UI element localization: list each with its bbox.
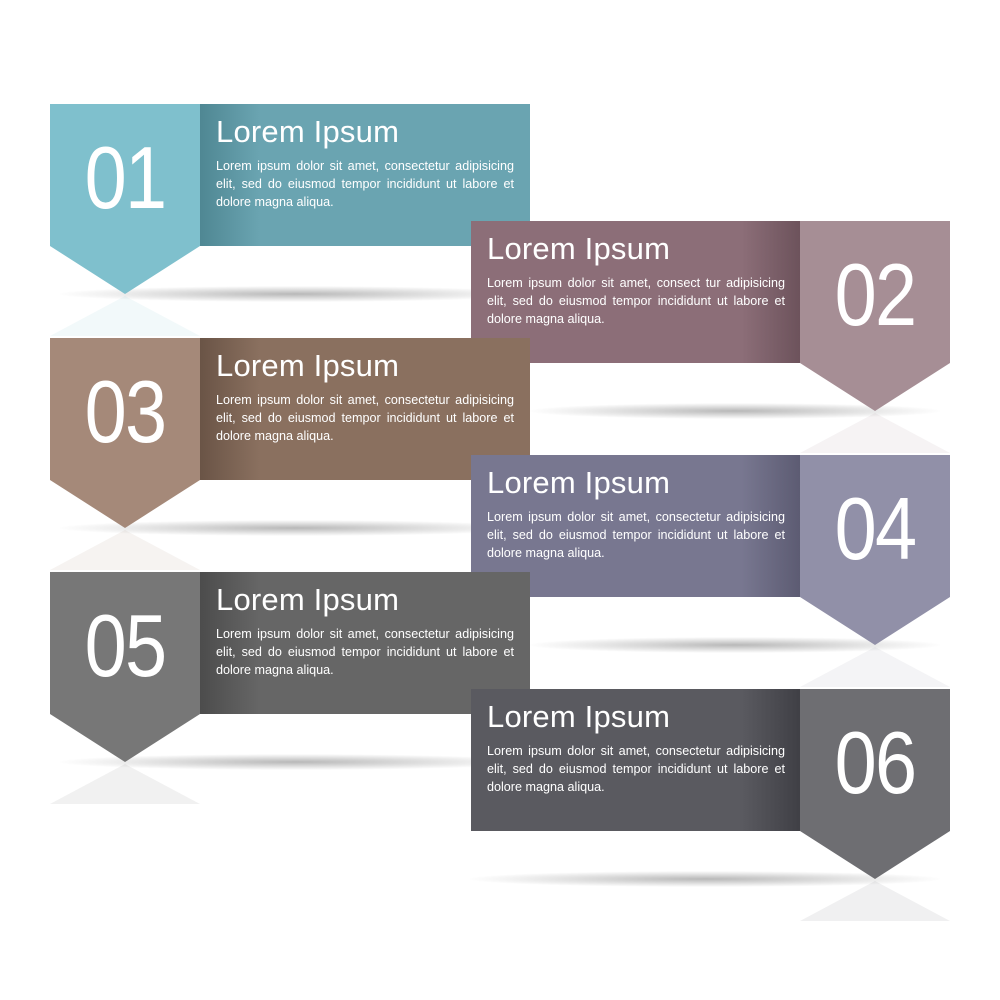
step-number: 01: [84, 128, 167, 227]
step-number: 03: [84, 362, 167, 461]
step-reflection: [800, 881, 950, 921]
step-title: Lorem Ipsum: [487, 465, 671, 500]
step-description: Lorem ipsum dolor sit amet, consect tur …: [487, 276, 785, 326]
step-item-01: Lorem Ipsum Lorem ipsum dolor sit amet, …: [50, 104, 950, 344]
step-item-05: Lorem Ipsum Lorem ipsum dolor sit amet, …: [50, 572, 950, 812]
step-item-06: Lorem Ipsum Lorem ipsum dolor sit amet, …: [50, 689, 950, 929]
step-reflection: [50, 296, 200, 336]
step-band: Lorem Ipsum Lorem ipsum dolor sit amet, …: [200, 104, 530, 246]
step-band: Lorem Ipsum Lorem ipsum dolor sit amet, …: [471, 689, 801, 831]
step-description: Lorem ipsum dolor sit amet, consectetur …: [216, 393, 514, 443]
step-title: Lorem Ipsum: [487, 699, 671, 734]
step-description: Lorem ipsum dolor sit amet, consectetur …: [487, 744, 785, 794]
step-shadow: [470, 871, 940, 887]
step-description: Lorem ipsum dolor sit amet, consectetur …: [216, 627, 514, 677]
step-item-04: Lorem Ipsum Lorem ipsum dolor sit amet, …: [50, 455, 950, 695]
step-title: Lorem Ipsum: [487, 231, 671, 266]
step-title: Lorem Ipsum: [216, 348, 400, 383]
step-reflection: [50, 764, 200, 804]
step-reflection: [50, 530, 200, 570]
step-shadow: [530, 403, 940, 419]
step-shadow: [60, 520, 530, 536]
step-shadow: [530, 637, 940, 653]
step-title: Lorem Ipsum: [216, 582, 400, 617]
step-title: Lorem Ipsum: [216, 114, 400, 149]
step-number: 04: [834, 479, 917, 578]
step-description: Lorem ipsum dolor sit amet, consectetur …: [216, 159, 514, 209]
step-band: Lorem Ipsum Lorem ipsum dolor sit amet, …: [471, 455, 801, 597]
step-reflection: [800, 647, 950, 687]
step-reflection: [800, 413, 950, 453]
step-shadow: [60, 286, 530, 302]
step-number: 06: [834, 713, 917, 812]
step-number: 02: [834, 245, 917, 344]
step-number-tab: 06: [800, 689, 950, 879]
step-item-03: Lorem Ipsum Lorem ipsum dolor sit amet, …: [50, 338, 950, 578]
step-item-02: Lorem Ipsum Lorem ipsum dolor sit amet, …: [50, 221, 950, 461]
step-description: Lorem ipsum dolor sit amet, consectetur …: [487, 510, 785, 560]
step-number: 05: [84, 596, 167, 695]
step-band: Lorem Ipsum Lorem ipsum dolor sit amet, …: [200, 572, 530, 714]
step-shadow: [60, 754, 530, 770]
